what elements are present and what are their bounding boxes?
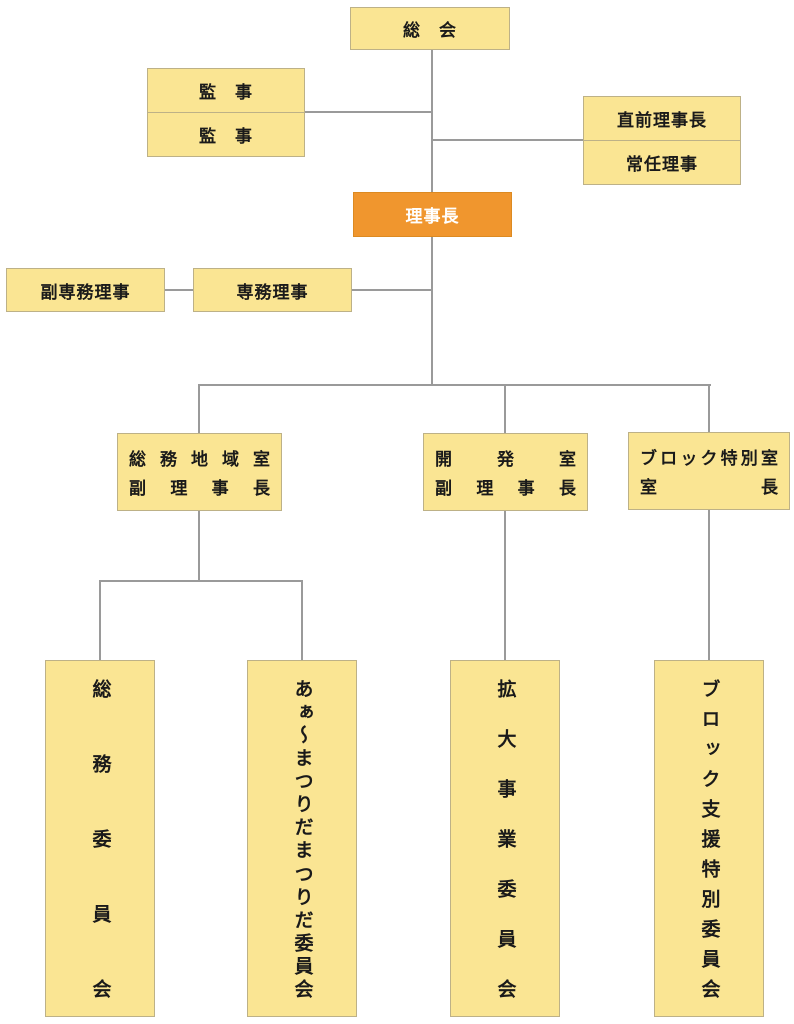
node-immediate-past-president-label: 直前理事長 <box>617 111 707 130</box>
node-development-office-line1: 開発室 <box>435 450 576 469</box>
connector-president-split <box>431 236 433 386</box>
connector-drop-branch2 <box>504 384 506 433</box>
connector-committee2 <box>301 580 303 660</box>
node-immediate-past-president: 直前理事長 <box>583 96 741 141</box>
connector-exec-director <box>352 289 433 291</box>
node-committee-matsurida-label: あぁ～まつりだまつりだ委員会 <box>291 679 313 998</box>
connector-deputy-exec <box>165 289 193 291</box>
connector-drop-branch3 <box>708 384 710 432</box>
node-auditor-2: 監 事 <box>147 112 305 157</box>
connector-main-split <box>198 384 711 386</box>
node-deputy-executive-director-label: 副専務理事 <box>40 282 131 302</box>
connector-committee4 <box>708 509 710 660</box>
node-executive-director-label: 専務理事 <box>236 282 309 302</box>
node-block-special-office-line1: ブロック特別室 <box>640 449 778 468</box>
connector-committee1 <box>99 580 101 660</box>
node-committee-general-affairs: 総務委員会 <box>45 660 155 1017</box>
node-general-assembly-label: 総 会 <box>403 21 457 40</box>
node-development-office: 開発室 副理事長 <box>423 433 588 511</box>
node-standing-director-label: 常任理事 <box>626 155 698 174</box>
node-auditor-2-label: 監 事 <box>199 127 253 146</box>
node-standing-director: 常任理事 <box>583 140 741 185</box>
node-general-affairs-regional-office-line1: 総務地域室 <box>129 450 270 469</box>
node-committee-matsurida: あぁ～まつりだまつりだ委員会 <box>247 660 357 1017</box>
node-general-assembly: 総 会 <box>350 7 510 50</box>
node-development-office-line2: 副理事長 <box>435 479 576 498</box>
connector-committee3 <box>504 509 506 660</box>
node-president: 理事長 <box>353 192 512 237</box>
connector-branch1-split <box>99 580 303 582</box>
node-block-special-office: ブロック特別室 室長 <box>628 432 790 510</box>
node-executive-director: 専務理事 <box>193 268 352 312</box>
node-committee-block-support: ブロック支援特別委員会 <box>654 660 764 1017</box>
node-general-affairs-regional-office: 総務地域室 副理事長 <box>117 433 282 511</box>
connector-branch1-down <box>198 510 200 582</box>
connector-assembly-president <box>431 50 433 192</box>
node-committee-expansion: 拡大事業委員会 <box>450 660 560 1017</box>
connector-past-president <box>431 139 583 141</box>
connector-drop-branch1 <box>198 384 200 433</box>
node-auditor-1: 監 事 <box>147 68 305 113</box>
node-general-affairs-regional-office-line2: 副理事長 <box>129 479 270 498</box>
node-committee-general-affairs-label: 総務委員会 <box>89 679 111 998</box>
node-president-label: 理事長 <box>405 207 460 226</box>
node-committee-expansion-label: 拡大事業委員会 <box>494 679 516 998</box>
node-block-special-office-line2: 室長 <box>640 478 778 497</box>
node-deputy-executive-director: 副専務理事 <box>6 268 165 312</box>
node-auditor-1-label: 監 事 <box>199 83 253 102</box>
node-committee-block-support-label: ブロック支援特別委員会 <box>698 679 720 998</box>
connector-auditors <box>305 111 433 113</box>
